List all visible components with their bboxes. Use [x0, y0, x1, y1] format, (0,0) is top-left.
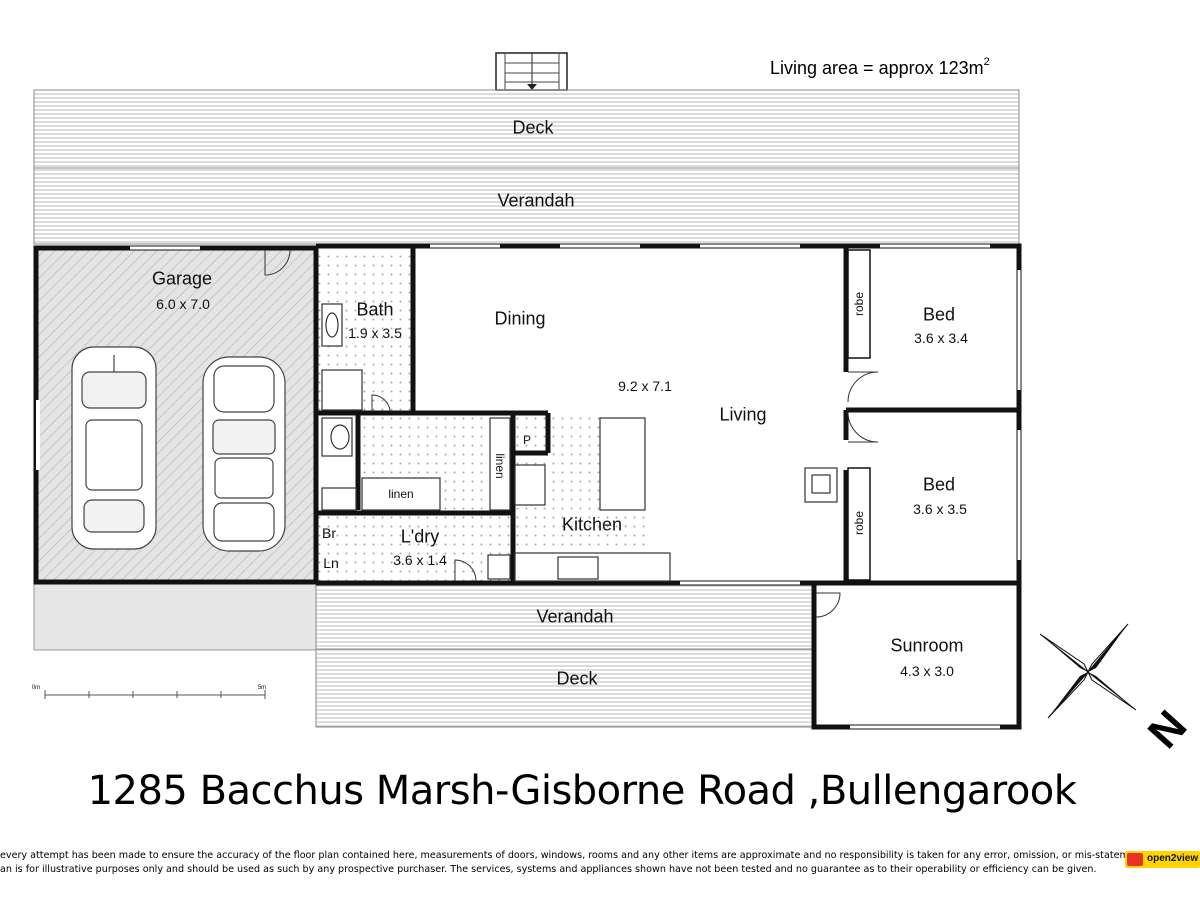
bed1-label: Bed	[922, 304, 956, 325]
deck-bottom	[315, 648, 815, 728]
bed1-size: 3.6 x 3.4	[914, 330, 968, 346]
laundry-size: 3.6 x 1.4	[393, 552, 447, 568]
robe2-label: robe	[852, 510, 866, 536]
verandah-bottom	[315, 583, 815, 650]
linen-horizontal-label: linen	[388, 487, 414, 501]
bath-label: Bath	[356, 299, 394, 320]
deck-top	[33, 89, 1020, 169]
kitchen-fixtures	[487, 417, 671, 582]
sunroom-size: 4.3 x 3.0	[900, 663, 954, 679]
disclaimer-line-2: an is for illustrative purposes only and…	[0, 864, 1097, 875]
living-size: 9.2 x 7.1	[618, 378, 672, 394]
verandah-top	[33, 167, 1020, 245]
linen-cupboards	[361, 417, 511, 511]
compass-rose	[1039, 623, 1137, 719]
doors	[264, 249, 879, 618]
disclaimer-line-1: every attempt has been made to ensure th…	[0, 850, 1148, 861]
deck-bottom-label: Deck	[556, 668, 598, 689]
scale-start-label: 0m	[31, 685, 41, 691]
garage-apron	[33, 583, 317, 651]
pantry-label: P	[522, 433, 532, 447]
verandah-top-label: Verandah	[497, 190, 575, 211]
car-suv	[71, 346, 157, 550]
scale-end-label: 5m	[257, 685, 267, 691]
sunroom-label: Sunroom	[890, 635, 964, 656]
garage-size: 6.0 x 7.0	[156, 296, 210, 312]
logo-icon	[1127, 853, 1143, 866]
linen-vertical-label: linen	[493, 453, 507, 479]
wood-heater	[804, 467, 838, 503]
logo-text: open2view	[1147, 853, 1199, 864]
bath-fixtures	[321, 303, 363, 511]
living-area-note: Living area = approx 123m2	[770, 56, 990, 78]
bed2-label: Bed	[922, 474, 956, 495]
dining-label: Dining	[494, 308, 546, 329]
car-sedan	[202, 356, 286, 552]
entry-stairs	[495, 52, 568, 91]
kitchen-label: Kitchen	[561, 514, 623, 535]
bath-size: 1.9 x 3.5	[348, 325, 402, 341]
garage-label: Garage	[151, 268, 213, 289]
robe-closets	[847, 249, 871, 581]
scale-bar	[44, 690, 266, 699]
open2view-logo: open2view	[1125, 851, 1200, 868]
property-address: 1285 Bacchus Marsh-Gisborne Road ,Bullen…	[87, 768, 1077, 814]
deck-top-label: Deck	[512, 117, 554, 138]
broom-cupboard-label: Br	[322, 525, 336, 541]
verandah-bottom-label: Verandah	[536, 606, 614, 627]
living-label: Living	[719, 404, 767, 425]
robe1-label: robe	[852, 291, 866, 317]
windows	[130, 244, 1021, 729]
laundry-label: L'dry	[400, 526, 440, 547]
bed2-size: 3.6 x 3.5	[913, 501, 967, 517]
laundry-floor	[318, 513, 513, 583]
linen-cupboard-label: Ln	[323, 555, 339, 571]
